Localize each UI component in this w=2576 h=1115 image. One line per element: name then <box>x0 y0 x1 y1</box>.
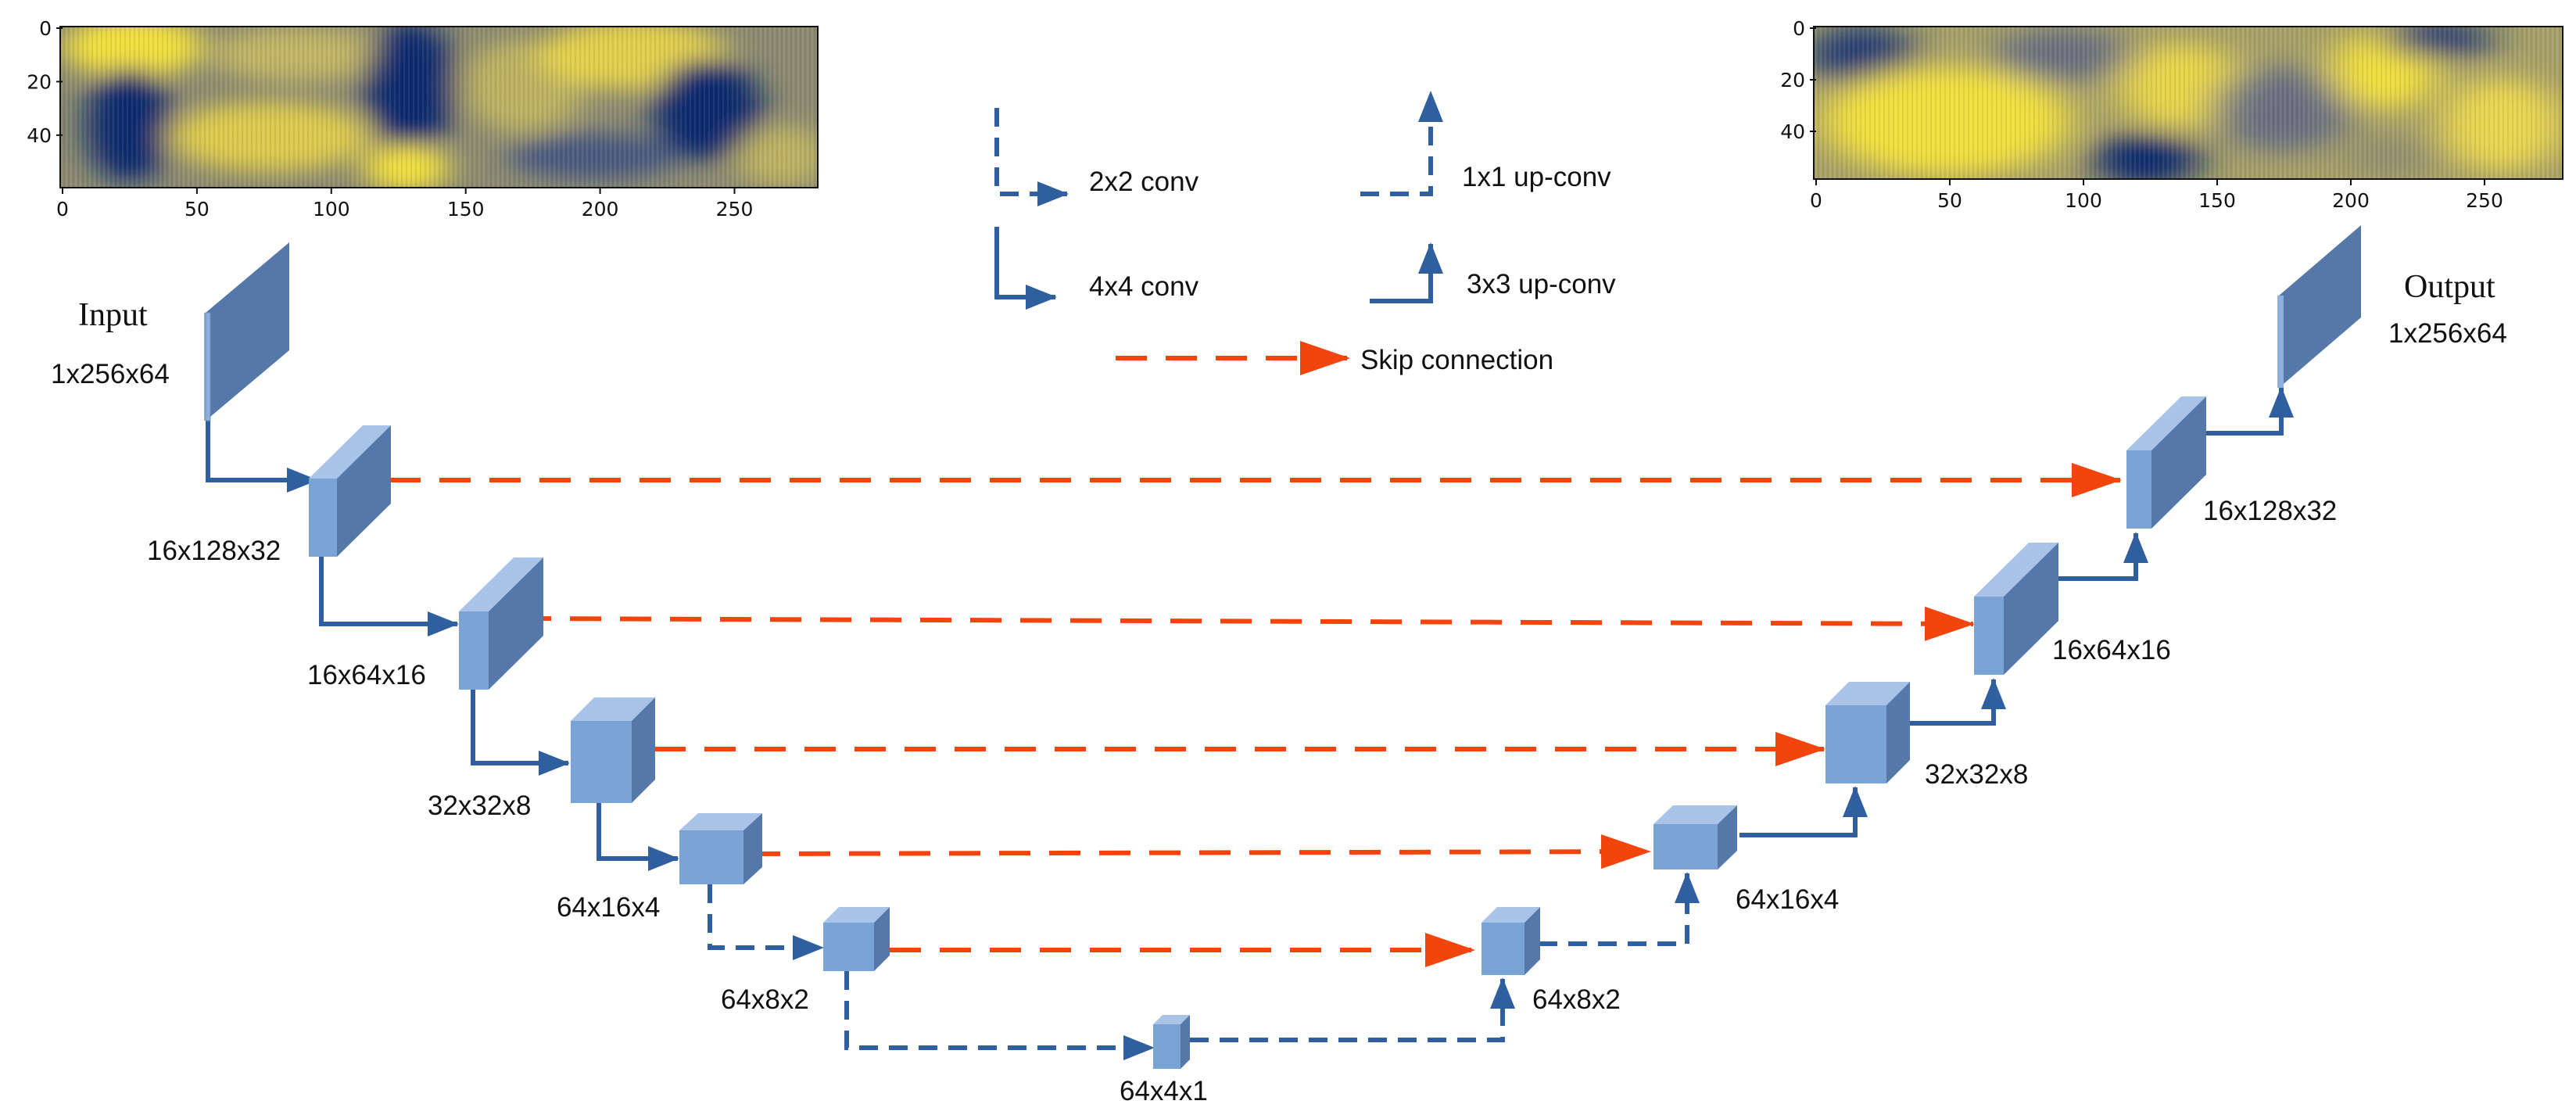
legend-1x1-up-conv-label: 1x1 up-conv <box>1462 162 1611 192</box>
encoder-block-5 <box>823 907 890 971</box>
encoder-block-4 <box>679 813 762 884</box>
dec3-to-dec4-up-conv-arrow <box>1886 678 2006 726</box>
y-tick-label: 40 <box>27 124 52 147</box>
bottleneck-size-label: 64x4x1 <box>1120 1076 1208 1106</box>
decoder-1-size-label: 64x8x2 <box>1532 984 1621 1015</box>
decoder-block-4 <box>1974 543 2058 675</box>
encoder-block-3 <box>571 697 655 803</box>
legend-1x1-up-conv-arrow <box>1360 91 1443 196</box>
x-tick-label: 50 <box>1937 189 1962 212</box>
dec1-to-dec2-up-conv-arrow <box>1539 872 1700 946</box>
enc1-to-enc2-conv-arrow <box>319 557 459 636</box>
input-title: Input <box>78 297 148 333</box>
legend-3x3-up-conv-label: 3x3 up-conv <box>1467 269 1616 299</box>
legend-skip-connection-label: Skip connection <box>1360 345 1553 375</box>
decoder-4-size-label: 16x64x16 <box>2052 635 2171 665</box>
dec4-to-dec5-up-conv-arrow <box>2058 532 2148 581</box>
legend-4x4-conv-label: 4x4 conv <box>1089 271 1199 302</box>
encoder-4-size-label: 64x16x4 <box>557 892 660 923</box>
input-heatmap-x-ticks: 0 50 100 150 200 250 <box>56 188 753 220</box>
decoder-block-3 <box>1825 682 1910 783</box>
bottleneck-block <box>1153 1015 1190 1069</box>
legend-2x2-conv-arrow <box>994 108 1069 206</box>
decoder-block-5 <box>2126 396 2206 529</box>
x-tick-label: 250 <box>2466 189 2503 212</box>
enc3-to-enc4-conv-arrow <box>597 803 679 871</box>
y-tick-label: 0 <box>39 17 52 40</box>
skip-connection-level2 <box>519 606 1975 641</box>
decoder-3-size-label: 32x32x8 <box>1925 759 2028 790</box>
legend: 2x2 conv 4x4 conv 1x1 up-conv 3x3 up-con… <box>994 91 1616 375</box>
encoder-5-size-label: 64x8x2 <box>721 984 809 1015</box>
legend-2x2-conv-label: 2x2 conv <box>1089 167 1199 197</box>
x-tick-label: 150 <box>2198 189 2236 212</box>
skip-connection-level4 <box>748 834 1651 869</box>
y-tick-label: 0 <box>1793 17 1805 40</box>
output-heatmap: 0 50 100 150 200 250 0 20 40 <box>1780 17 2563 212</box>
x-tick-label: 250 <box>716 198 754 220</box>
encoder-3-size-label: 32x32x8 <box>428 791 531 821</box>
decoder-block-1 <box>1481 907 1540 975</box>
x-tick-label: 50 <box>185 198 210 220</box>
skip-connections <box>389 463 2122 967</box>
dec2-to-dec3-up-conv-arrow <box>1739 786 1868 837</box>
y-tick-label: 40 <box>1780 120 1805 143</box>
output-heatmap-x-ticks: 0 50 100 150 200 250 <box>1810 179 2503 212</box>
output-block <box>2277 225 2361 388</box>
decoder-2-size-label: 64x16x4 <box>1736 884 1839 915</box>
decoder-5-size-label: 16x128x32 <box>2203 496 2337 526</box>
input-block <box>204 242 290 421</box>
enc2-to-enc3-conv-arrow <box>471 690 570 776</box>
y-tick-label: 20 <box>1780 69 1805 91</box>
enc5-to-bottleneck-conv-arrow <box>844 971 1155 1060</box>
input-heatmap-y-ticks: 0 20 40 <box>27 17 63 147</box>
encoder-block-2 <box>459 558 543 690</box>
encoder-block-1 <box>309 425 391 557</box>
encoder-conv-arrows <box>206 421 1155 1060</box>
output-size-label: 1x256x64 <box>2388 318 2507 349</box>
output-heatmap-y-ticks: 0 20 40 <box>1780 17 1816 143</box>
input-size-label: 1x256x64 <box>51 359 170 389</box>
encoder-2-size-label: 16x64x16 <box>307 660 426 690</box>
y-tick-label: 20 <box>27 70 52 93</box>
encoder-1-size-label: 16x128x32 <box>147 536 281 566</box>
input-heatmap: 0 50 100 150 200 250 0 20 40 <box>27 17 819 220</box>
output-title: Output <box>2404 269 2495 305</box>
dec5-to-output-up-conv-arrow <box>2203 386 2294 436</box>
legend-3x3-up-conv-arrow <box>1370 242 1443 303</box>
x-tick-label: 100 <box>2065 189 2102 212</box>
x-tick-label: 150 <box>447 198 485 220</box>
x-tick-label: 0 <box>56 198 69 220</box>
bottleneck-to-dec1-up-conv-arrow <box>1190 977 1515 1042</box>
x-tick-label: 100 <box>313 198 350 220</box>
enc4-to-enc5-conv-arrow <box>708 884 824 960</box>
decoder-up-conv-arrows <box>1190 386 2294 1042</box>
x-tick-label: 200 <box>2332 189 2370 212</box>
legend-4x4-conv-arrow <box>994 227 1057 310</box>
decoder-block-2 <box>1653 805 1737 869</box>
x-tick-label: 0 <box>1810 189 1822 212</box>
input-to-enc1-conv-arrow <box>206 421 318 493</box>
x-tick-label: 200 <box>582 198 619 220</box>
